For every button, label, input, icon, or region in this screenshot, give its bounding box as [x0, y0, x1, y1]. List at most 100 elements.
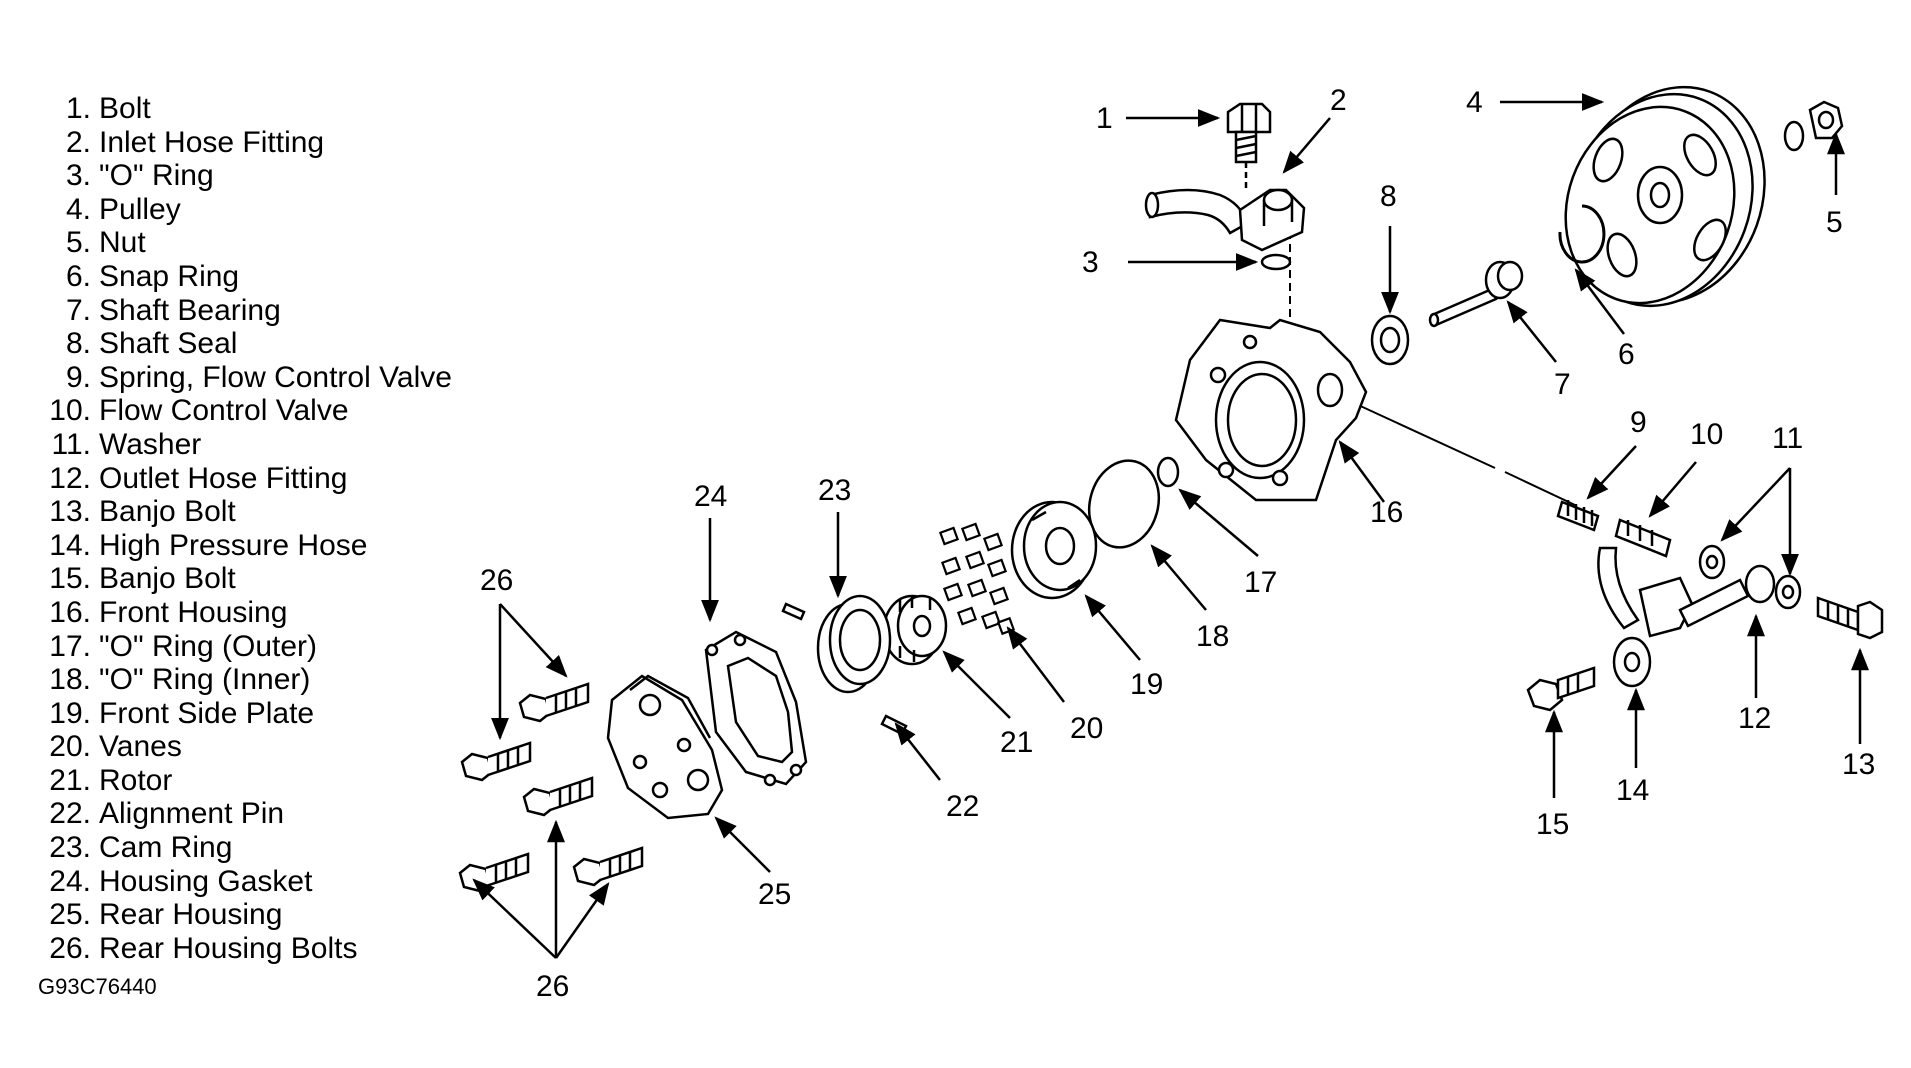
- callout-18: 18: [1196, 620, 1229, 653]
- callout-2: 2: [1330, 84, 1347, 117]
- legend-number: 19.: [49, 696, 91, 730]
- legend-item: 1.Bolt: [40, 92, 452, 126]
- outlet-hose-fitting-part: [1638, 564, 1776, 638]
- flow-control-valve-part: [1614, 518, 1672, 558]
- legend-number: 23.: [49, 831, 91, 865]
- legend-label: Nut: [99, 226, 146, 260]
- rear-housing-bolts-part: [458, 682, 644, 893]
- front-housing-part: [1174, 318, 1368, 502]
- spring-flow-control-valve-part: [1556, 500, 1600, 532]
- legend-item: 21.Rotor: [40, 764, 452, 798]
- callout-21: 21: [1000, 726, 1033, 759]
- callout-4: 4: [1466, 86, 1483, 119]
- legend-number: 4.: [65, 192, 91, 226]
- legend-label: Pulley: [99, 192, 181, 226]
- legend-number: 14.: [49, 528, 91, 562]
- callout-22: 22: [946, 790, 979, 823]
- banjo-bolt-part-13: [1816, 596, 1884, 640]
- o-ring-part: [1260, 253, 1292, 271]
- legend-number: 25.: [49, 898, 91, 932]
- legend-label: Inlet Hose Fitting: [99, 125, 325, 159]
- legend-label: "O" Ring (Inner): [99, 663, 311, 697]
- bolt-part: [1226, 102, 1272, 190]
- legend-number: 17.: [49, 629, 91, 663]
- legend-number: 10.: [49, 394, 91, 428]
- callout-6: 6: [1618, 338, 1635, 371]
- legend-label: Rear Housing Bolts: [99, 931, 358, 965]
- callout-26-top: 26: [480, 564, 513, 597]
- legend-number: 2.: [65, 125, 91, 159]
- legend-label: High Pressure Hose: [99, 528, 368, 562]
- callout-numbers: 1 2 3 4 5 6 7 8 9 10 11 12 13 14 15 16 1…: [480, 84, 1875, 1003]
- front-side-plate-part: [1010, 500, 1098, 600]
- legend-number: 3.: [65, 159, 91, 193]
- legend-label: Housing Gasket: [99, 864, 313, 898]
- legend-item: 3."O" Ring: [40, 159, 452, 193]
- callout-13: 13: [1842, 748, 1875, 781]
- legend-item: 6.Snap Ring: [40, 260, 452, 294]
- callout-10: 10: [1690, 418, 1723, 451]
- inlet-hose-fitting-part: [1144, 188, 1306, 252]
- legend-label: "O" Ring (Outer): [99, 629, 318, 663]
- callout-1: 1: [1096, 102, 1113, 135]
- callout-19: 19: [1130, 668, 1163, 701]
- legend-number: 18.: [49, 663, 91, 697]
- legend-number: 24.: [49, 864, 91, 898]
- legend-number: 13.: [49, 495, 91, 529]
- inner-o-ring-part: [1087, 459, 1161, 549]
- legend-number: 20.: [49, 730, 91, 764]
- callout-14: 14: [1616, 774, 1649, 807]
- legend-item: 25.Rear Housing: [40, 898, 452, 932]
- legend-label: Cam Ring: [99, 831, 233, 865]
- vanes-part: [938, 522, 1016, 636]
- legend-item: 5.Nut: [40, 226, 452, 260]
- callout-3: 3: [1082, 246, 1099, 279]
- legend-label: "O" Ring: [99, 159, 214, 193]
- legend-label: Banjo Bolt: [99, 562, 236, 596]
- legend-label: Bolt: [99, 92, 151, 125]
- legend-item: 10.Flow Control Valve: [40, 394, 452, 428]
- legend-label: Outlet Hose Fitting: [99, 461, 348, 495]
- rear-housing-part: [606, 674, 724, 820]
- legend-label: Washer: [99, 427, 202, 461]
- callout-9: 9: [1630, 406, 1647, 439]
- legend-number: 22.: [49, 797, 91, 831]
- legend-label: Spring, Flow Control Valve: [99, 360, 452, 394]
- legend-number: 7.: [65, 293, 91, 327]
- legend-item: 24.Housing Gasket: [40, 865, 452, 899]
- cam-ring-part: [781, 594, 892, 694]
- legend-number: 26.: [49, 931, 91, 965]
- pulley-part: [1564, 85, 1766, 308]
- legend-item: 26.Rear Housing Bolts: [40, 932, 452, 966]
- legend-number: 9.: [65, 360, 91, 394]
- legend-item: 22.Alignment Pin: [40, 797, 452, 831]
- parts-legend: 1.Bolt 2.Inlet Hose Fitting 3."O" Ring 4…: [40, 92, 452, 965]
- legend-item: 23.Cam Ring: [40, 831, 452, 865]
- legend-label: Rotor: [99, 763, 173, 797]
- callout-5: 5: [1826, 206, 1843, 239]
- outer-o-ring-part: [1156, 456, 1180, 488]
- legend-item: 11.Washer: [40, 428, 452, 462]
- legend-number: 11.: [51, 427, 91, 461]
- banjo-bolt-part-15: [1526, 666, 1596, 712]
- legend-item: 18."O" Ring (Inner): [40, 663, 452, 697]
- legend-label: Rear Housing: [99, 898, 283, 932]
- legend-number: 6.: [65, 259, 91, 293]
- callout-7: 7: [1554, 368, 1571, 401]
- callout-11: 11: [1772, 422, 1803, 455]
- legend-number: 12.: [49, 461, 91, 495]
- callout-23: 23: [818, 474, 851, 507]
- shaft-seal-part: [1370, 314, 1410, 366]
- callout-12: 12: [1738, 702, 1771, 735]
- legend-label: Alignment Pin: [99, 797, 285, 831]
- legend-item: 13.Banjo Bolt: [40, 495, 452, 529]
- legend-item: 9.Spring, Flow Control Valve: [40, 361, 452, 395]
- legend-item: 17."O" Ring (Outer): [40, 630, 452, 664]
- shaft-bearing-part: [1428, 260, 1524, 328]
- legend-number: 5.: [65, 226, 91, 260]
- callout-24: 24: [694, 480, 727, 513]
- legend-item: 8.Shaft Seal: [40, 327, 452, 361]
- callout-26-bottom: 26: [536, 970, 569, 1003]
- housing-gasket-part: [704, 630, 808, 787]
